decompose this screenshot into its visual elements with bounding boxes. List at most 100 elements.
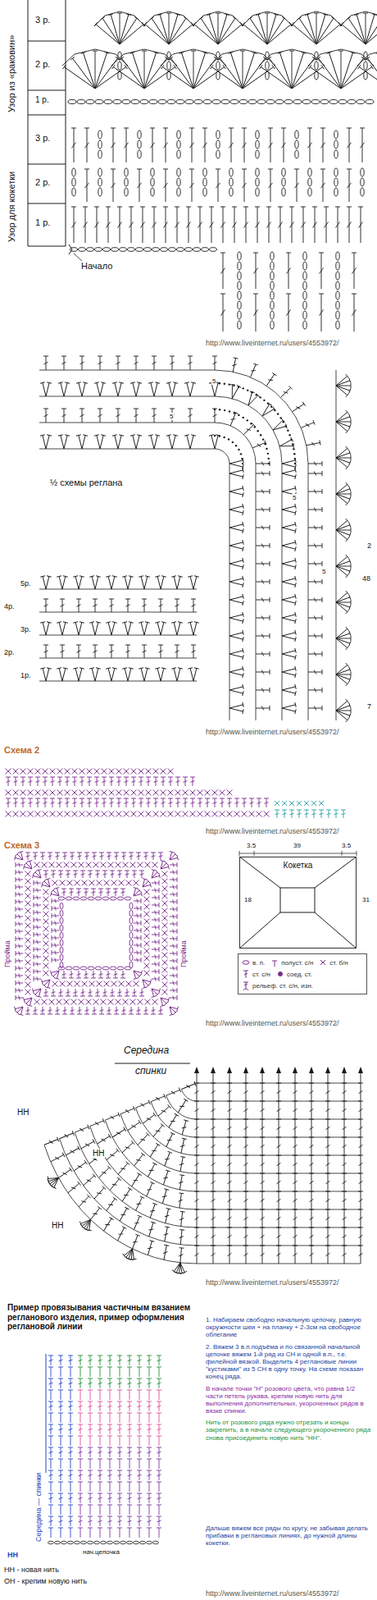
stitch-path — [68, 244, 73, 255]
stitch-line — [257, 442, 261, 448]
chain-oval — [308, 168, 312, 177]
stitch-line — [229, 577, 243, 582]
stitch-line — [150, 435, 155, 449]
stitch-group — [228, 614, 244, 623]
chain-oval — [117, 895, 124, 900]
stitch-group — [110, 127, 116, 163]
stitch-group — [51, 926, 60, 932]
chain-oval — [336, 310, 340, 319]
chain-oval — [119, 247, 128, 252]
chain-dot — [254, 425, 256, 427]
stitch-line — [140, 575, 145, 589]
chain-oval — [257, 99, 266, 105]
chain-dot — [282, 420, 285, 423]
stitch-group — [318, 293, 324, 332]
chain-oval — [80, 895, 87, 900]
stitch-line — [132, 382, 137, 396]
stitch-line — [62, 621, 66, 635]
stitch-line — [111, 621, 115, 635]
chain-oval — [281, 177, 286, 187]
chain-oval — [102, 895, 110, 900]
stitch-group — [182, 797, 188, 807]
stitch-group — [274, 808, 280, 818]
chain-oval — [59, 923, 64, 931]
chain-oval — [59, 953, 64, 960]
chain-oval — [303, 310, 307, 319]
stitch-line — [229, 667, 243, 672]
stitch-group — [71, 127, 77, 163]
stitch-line — [281, 459, 296, 464]
stitch-group — [141, 667, 150, 682]
stitch-line — [91, 575, 96, 589]
stitch-group — [255, 668, 270, 674]
stitch-line — [102, 18, 120, 45]
stitch-group — [255, 650, 270, 656]
stitch-group — [57, 776, 63, 786]
chain-oval — [131, 99, 140, 105]
chain-oval — [140, 99, 149, 105]
stitch-group — [281, 701, 296, 710]
chain-oval — [118, 61, 122, 70]
stitch-group — [92, 598, 98, 612]
stitch-group — [109, 598, 114, 612]
chain-dot — [227, 382, 230, 385]
stitch-line — [45, 621, 50, 635]
stitch-line — [42, 435, 46, 449]
chain-dot — [223, 382, 226, 385]
stitch-line — [63, 382, 68, 396]
stitch-group — [79, 408, 85, 423]
stitch-line — [336, 591, 348, 602]
chain-oval — [265, 61, 269, 70]
stitch-group — [154, 575, 164, 590]
stitch-line — [336, 385, 348, 396]
chain-oval — [336, 300, 340, 309]
stitch-group — [308, 686, 323, 692]
stitch-line — [233, 357, 239, 359]
stitch-group — [131, 887, 141, 897]
chain-oval — [302, 99, 311, 105]
stitch-line — [281, 617, 296, 621]
stitch-group — [133, 949, 141, 954]
stitch-line — [145, 24, 169, 45]
chain-oval — [229, 177, 233, 187]
chain-oval — [78, 247, 87, 252]
chain-dot — [265, 447, 268, 450]
stitch-line — [229, 613, 243, 618]
chain-oval — [320, 99, 329, 105]
stitch-group — [113, 887, 119, 895]
chain-dot — [267, 462, 270, 464]
chain-oval — [336, 251, 340, 260]
chain-oval — [356, 99, 365, 105]
stitch-group — [163, 168, 169, 202]
stitch-group — [169, 355, 175, 370]
chain-oval — [150, 168, 155, 177]
stitch-group — [148, 434, 157, 450]
stitch-group — [281, 665, 296, 674]
stitch-line — [220, 58, 243, 89]
stitch-line — [45, 667, 50, 681]
stitch-line — [229, 704, 243, 708]
stitch-group — [228, 503, 244, 512]
stitch-line — [119, 18, 137, 45]
stitch-group — [43, 408, 49, 423]
chain-dot — [227, 437, 230, 440]
stitch-line — [91, 667, 96, 681]
chain-oval — [270, 281, 274, 290]
stitch-line — [229, 689, 243, 693]
stitch-group — [68, 887, 74, 895]
stitch-line — [280, 52, 292, 89]
chain-oval — [95, 895, 102, 900]
stitch-line — [160, 667, 164, 681]
stitch-group — [308, 470, 323, 476]
stitch-group — [215, 168, 221, 202]
stitch-group — [281, 457, 296, 466]
stitch-group — [158, 575, 167, 590]
chain-dot — [285, 424, 287, 427]
chain-oval — [255, 130, 259, 139]
stitch-line — [119, 24, 144, 45]
chain-oval — [137, 140, 141, 149]
stitch-line — [336, 596, 350, 602]
chain-oval — [270, 290, 274, 300]
chain-oval — [72, 965, 80, 969]
stitch-group — [97, 434, 106, 450]
